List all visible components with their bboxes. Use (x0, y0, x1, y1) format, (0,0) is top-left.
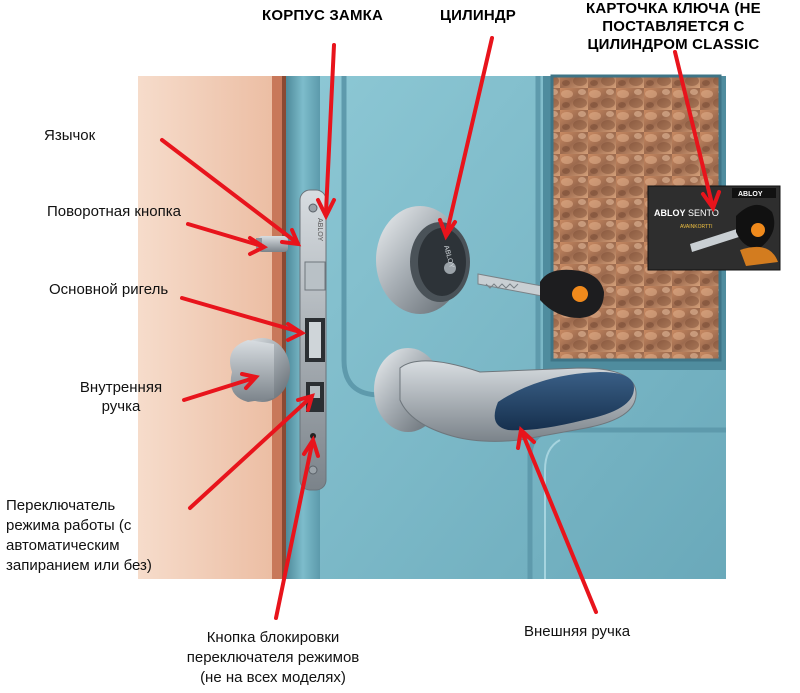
label-latch: Язычок (44, 127, 96, 144)
arrow-mode-lock-button (274, 442, 314, 620)
latch-bolt (304, 261, 326, 291)
faceplate-screw-bottom (308, 465, 318, 475)
key (477, 269, 604, 318)
mode-lock-button-dot (310, 433, 316, 439)
arrow-inner-handle (182, 376, 256, 402)
heading-key-card-line-3: ЦИЛИНДРОМ CLASSIC (587, 36, 760, 53)
label-mode-lock-button-line-1: Кнопка блокировки (206, 629, 340, 646)
heading-key-card: КАРТОЧКА КЛЮЧА (НЕ ПОСТАВЛЯЕТСЯ С ЦИЛИНД… (586, 0, 761, 54)
key-card-subtitle: AVAINKORTTI (680, 224, 713, 230)
arrow-latch (160, 138, 298, 244)
faceplate-screw-top (308, 203, 318, 213)
arrow-thumb-turn (186, 222, 264, 248)
arrow-key-card (673, 50, 714, 206)
heading-cylinder: ЦИЛИНДР (440, 7, 516, 24)
label-thumb-turn: Поворотная кнопка (47, 203, 181, 220)
label-inner-handle: Внутренняя ручка (64, 378, 178, 416)
faceplate-engraving: ABLOY (316, 218, 323, 242)
arrow-outer-handle (520, 430, 598, 614)
key-card-brand: ABLOY (654, 208, 686, 218)
outer-handle (374, 348, 637, 442)
label-mode-lock-button: Кнопка блокировки переключателя режимов … (168, 628, 378, 688)
label-mode-switch-line-4: запиранием или без) (6, 557, 152, 574)
label-inner-handle-line-1: Внутренняя (79, 379, 163, 396)
label-outer-handle: Внешняя ручка (524, 623, 631, 640)
label-mode-switch: Переключатель режима работы (с автоматич… (6, 496, 152, 576)
label-deadbolt: Основной ригель (49, 281, 169, 298)
label-mode-switch-line-2: режима работы (с (6, 517, 132, 534)
key-card-product: SENTO (688, 208, 719, 218)
lock-cylinder: ABLOY (376, 206, 470, 314)
heading-lock-body: КОРПУС ЗАМКА (262, 7, 384, 24)
label-mode-lock-button-line-2: переключателя режимов (186, 649, 360, 666)
label-inner-handle-line-2: ручка (101, 398, 141, 415)
arrow-lock-body (324, 43, 336, 214)
key-card-image: ABLOY ABLOY SENTO AVAINKORTTI (647, 185, 781, 271)
key-card-badge: ABLOY (738, 191, 763, 198)
label-mode-lock-button-line-3: (не на всех моделях) (200, 669, 346, 686)
label-mode-switch-line-3: автоматическим (6, 537, 120, 554)
wall-background (138, 76, 298, 579)
arrow-mode-switch (188, 396, 312, 510)
heading-key-card-line-2: ПОСТАВЛЯЕТСЯ С (602, 18, 745, 35)
heading-key-card-line-1: КАРТОЧКА КЛЮЧА (НЕ (586, 0, 761, 17)
outer-handle-grip (494, 372, 634, 431)
label-mode-switch-line-1: Переключатель (6, 497, 116, 514)
inner-handle (230, 338, 290, 402)
arrow-deadbolt (180, 296, 302, 334)
arrow-cylinder (445, 36, 494, 234)
callout-arrows (160, 36, 721, 620)
